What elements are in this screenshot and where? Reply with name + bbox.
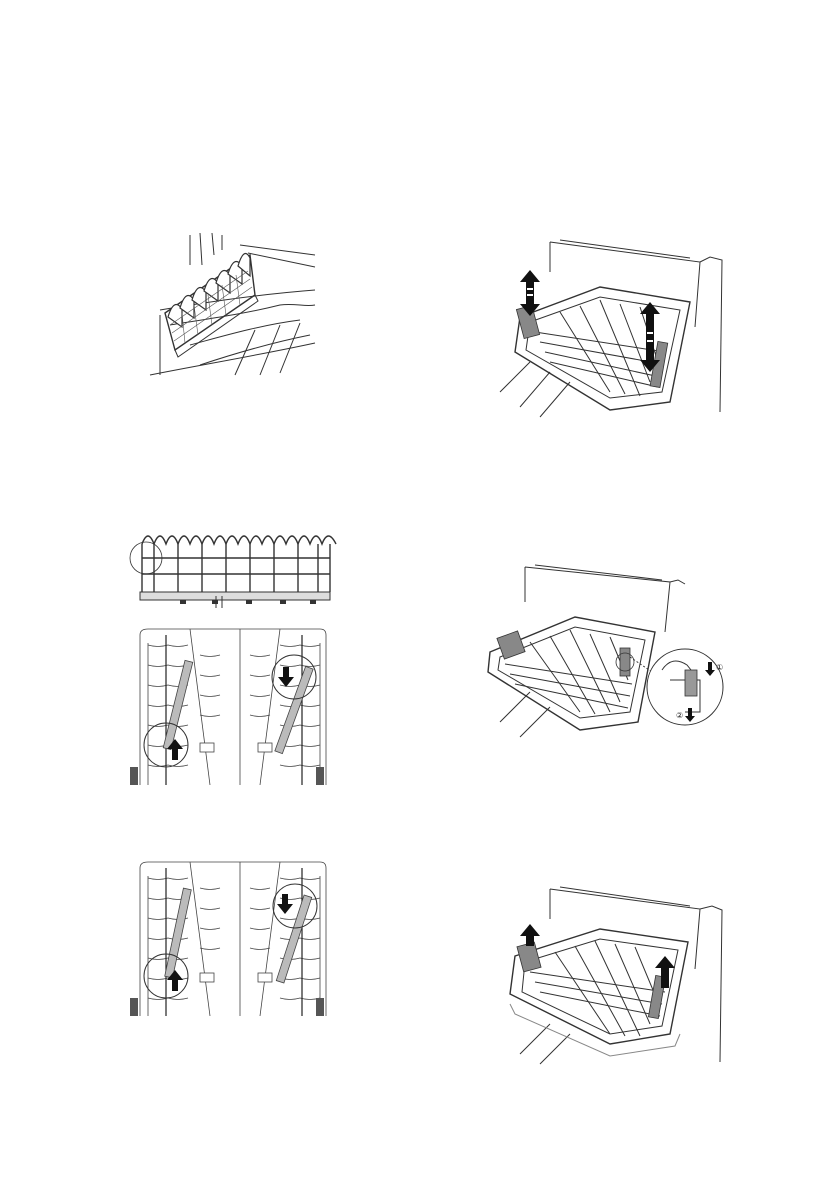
- step-one-label: ①: [716, 663, 723, 672]
- folding-tines-top-view-figure-1: [130, 625, 335, 790]
- arrow-down-icon: [278, 667, 294, 687]
- upper-basket-icon: [490, 232, 730, 417]
- folding-tines-front-icon: [130, 522, 335, 610]
- folding-tines-front-figure: [130, 522, 335, 610]
- upper-basket-height-adjust-figure: [490, 232, 730, 417]
- upper-basket-icon: [490, 884, 730, 1064]
- arrow-down-icon: [277, 894, 293, 914]
- basket-handle-icon: [497, 631, 525, 659]
- folding-tines-top-view-icon: [130, 858, 335, 1018]
- basket-handle-icon: [620, 648, 630, 676]
- upper-basket-lift-out-figure: [490, 884, 730, 1064]
- folding-tines-top-view-icon: [130, 625, 335, 790]
- upper-basket-release-lever-figure: ① ②: [480, 562, 735, 752]
- basket-handle-icon: [517, 942, 541, 972]
- upper-basket-icon: ① ②: [480, 562, 735, 752]
- cutlery-rack-insert-icon: [130, 225, 315, 390]
- arrow-up-icon: [520, 924, 540, 946]
- folding-tines-top-view-figure-2: [130, 858, 335, 1018]
- cutlery-rack-insert-figure: [130, 225, 315, 390]
- double-arrow-icon: [640, 302, 660, 372]
- step-two-label: ②: [676, 711, 683, 720]
